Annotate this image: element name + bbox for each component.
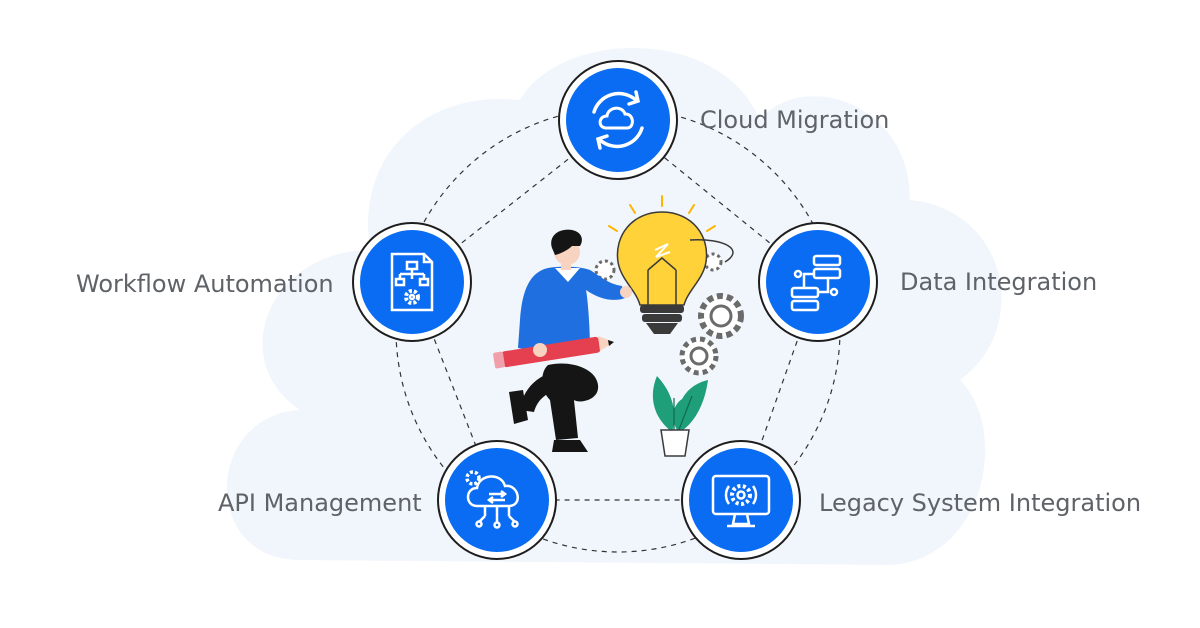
workflow-automation-node	[352, 222, 472, 342]
data-integration-label: Data Integration	[900, 268, 1098, 296]
person-illustration	[493, 229, 632, 452]
workflow-document-icon	[390, 252, 434, 312]
api-management-label: API Management	[218, 489, 422, 517]
service-nodes	[352, 60, 878, 560]
center-illustration	[493, 195, 744, 457]
cloud-api-icon	[465, 470, 519, 529]
gear-icon	[679, 336, 719, 376]
gear-icon	[594, 259, 616, 281]
monitor-gear-icon	[711, 474, 771, 528]
cloud-migration-node	[558, 60, 678, 180]
server-stack-icon	[790, 254, 842, 312]
workflow-automation-label: Workflow Automation	[76, 270, 334, 298]
lightbulb-icon	[608, 195, 734, 334]
cloud-migration-label: Cloud Migration	[700, 106, 890, 134]
gear-icon	[698, 293, 744, 339]
legacy-system-integration-label: Legacy System Integration	[819, 489, 1142, 517]
potted-plant	[652, 376, 708, 457]
pencil-icon	[493, 336, 614, 369]
legacy-system-integration-node	[681, 440, 801, 560]
gear-icon	[703, 252, 723, 272]
cloud-sync-icon	[592, 90, 644, 150]
background-cloud	[226, 47, 1002, 565]
api-management-node	[437, 440, 557, 560]
data-integration-node	[758, 222, 878, 342]
